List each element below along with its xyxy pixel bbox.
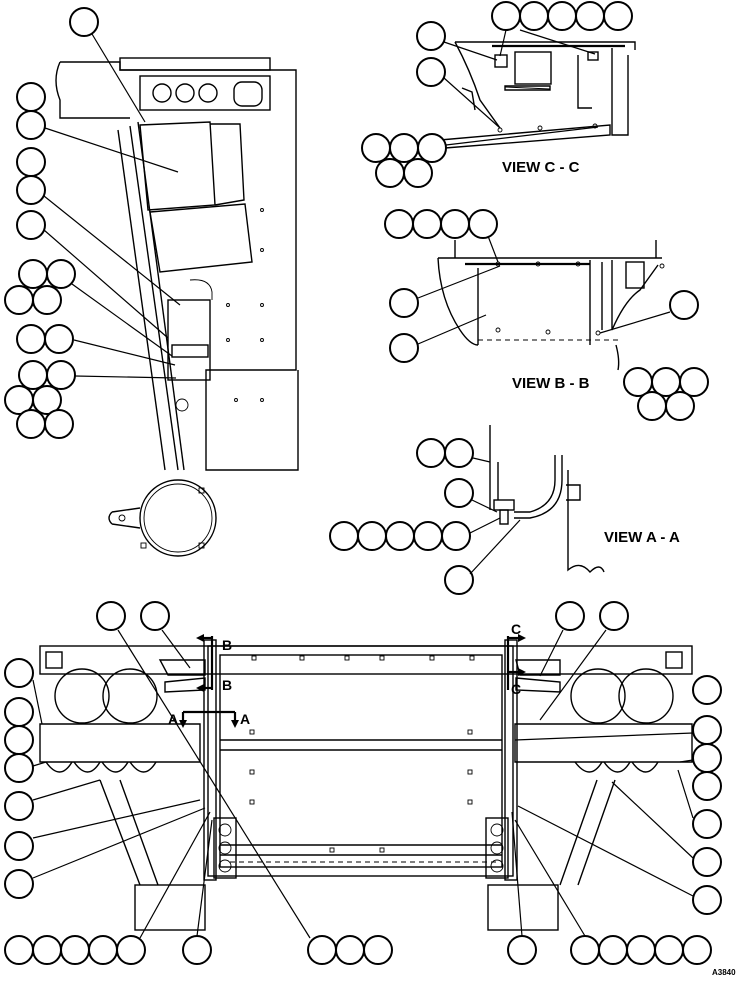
callout-bubble	[16, 409, 46, 439]
callout-bubble	[692, 743, 722, 773]
callout-bubble	[692, 771, 722, 801]
callout-bubble	[468, 209, 498, 239]
callout-bubble	[16, 175, 46, 205]
callout-bubble	[16, 82, 46, 112]
callout-bubble	[412, 209, 442, 239]
callout-bubble	[547, 1, 577, 31]
section-marker-b-lower: B	[222, 677, 232, 693]
callout-bubble	[44, 409, 74, 439]
callout-bubble	[491, 1, 521, 31]
callout-bubble	[88, 935, 118, 965]
callout-bubble	[4, 869, 34, 899]
view-b-label: VIEW B - B	[512, 375, 590, 392]
callout-bubble	[116, 935, 146, 965]
callout-bubble	[692, 847, 722, 877]
callout-bubble	[4, 285, 34, 315]
callout-bubble	[46, 259, 76, 289]
callout-bubble	[654, 935, 684, 965]
callout-bubble	[46, 360, 76, 390]
callout-bubble	[444, 565, 474, 595]
callout-bubble	[403, 158, 433, 188]
callout-bubble	[444, 478, 474, 508]
view-b-b: VIEW B - B	[384, 209, 709, 421]
section-marker-c-upper: C	[511, 621, 521, 637]
callout-bubble	[16, 147, 46, 177]
callout-bubble	[375, 158, 405, 188]
side-view-assembly	[4, 7, 299, 557]
callout-bubble	[575, 1, 605, 31]
callout-bubble	[599, 601, 629, 631]
callout-bubble	[682, 935, 712, 965]
callout-bubble	[4, 935, 34, 965]
callout-bubble	[16, 110, 46, 140]
callout-bubble	[4, 791, 34, 821]
callout-bubble	[32, 935, 62, 965]
callout-bubble	[413, 521, 443, 551]
callout-bubble	[692, 809, 722, 839]
callout-bubble	[32, 285, 62, 315]
callout-bubble	[60, 935, 90, 965]
callout-bubble	[140, 601, 170, 631]
callout-bubble	[665, 391, 695, 421]
callout-bubble	[570, 935, 600, 965]
callout-bubble	[389, 288, 419, 318]
callout-bubble	[363, 935, 393, 965]
front-view-assembly: B B C C A A	[4, 601, 736, 977]
callout-bubble	[69, 7, 99, 37]
callout-bubble	[441, 521, 471, 551]
callout-bubble	[385, 521, 415, 551]
callout-bubble	[416, 57, 446, 87]
callout-bubble	[669, 290, 699, 320]
fastener-dots	[249, 655, 475, 853]
callout-bubble	[416, 21, 446, 51]
callout-bubble	[692, 675, 722, 705]
callout-bubble	[16, 210, 46, 240]
callout-bubble	[440, 209, 470, 239]
callout-bubble	[4, 725, 34, 755]
callout-bubble	[692, 715, 722, 745]
callout-bubble	[18, 259, 48, 289]
callout-bubble	[69, 7, 99, 37]
callout-bubble	[389, 333, 419, 363]
callout-bubble	[519, 1, 549, 31]
callout-bubble	[335, 935, 365, 965]
callout-bubble	[598, 935, 628, 965]
callout-bubble	[444, 438, 474, 468]
callout-bubble	[603, 1, 633, 31]
view-a-a: VIEW A - A	[329, 425, 680, 595]
section-marker-b-upper: B	[222, 637, 232, 653]
callout-bubble	[361, 133, 391, 163]
callout-bubble	[507, 935, 537, 965]
callout-bubble	[329, 521, 359, 551]
callout-bubble	[389, 133, 419, 163]
callout-bubble	[626, 935, 656, 965]
callout-bubble	[4, 658, 34, 688]
view-a-label: VIEW A - A	[604, 529, 680, 546]
callout-bubble	[555, 601, 585, 631]
callout-bubble	[32, 385, 62, 415]
callout-bubble	[44, 324, 74, 354]
section-marker-c-lower: C	[511, 681, 521, 697]
view-c-c: VIEW C - C	[361, 1, 636, 188]
callout-bubble	[307, 935, 337, 965]
callout-bubble	[4, 831, 34, 861]
callout-bubble	[4, 753, 34, 783]
callout-bubble	[692, 885, 722, 915]
callout-bubble	[679, 367, 709, 397]
callout-bubble	[357, 521, 387, 551]
callout-bubble	[18, 360, 48, 390]
callout-bubble	[637, 391, 667, 421]
callout-bubble	[384, 209, 414, 239]
section-marker-a-right: A	[240, 711, 250, 727]
callout-bubble	[16, 324, 46, 354]
callout-bubble	[416, 438, 446, 468]
callout-bubble	[96, 601, 126, 631]
callout-bubble	[182, 935, 212, 965]
callout-bubble	[4, 697, 34, 727]
view-c-label: VIEW C - C	[502, 159, 580, 176]
figure-id: A3840	[712, 968, 736, 977]
callout-bubble	[417, 133, 447, 163]
